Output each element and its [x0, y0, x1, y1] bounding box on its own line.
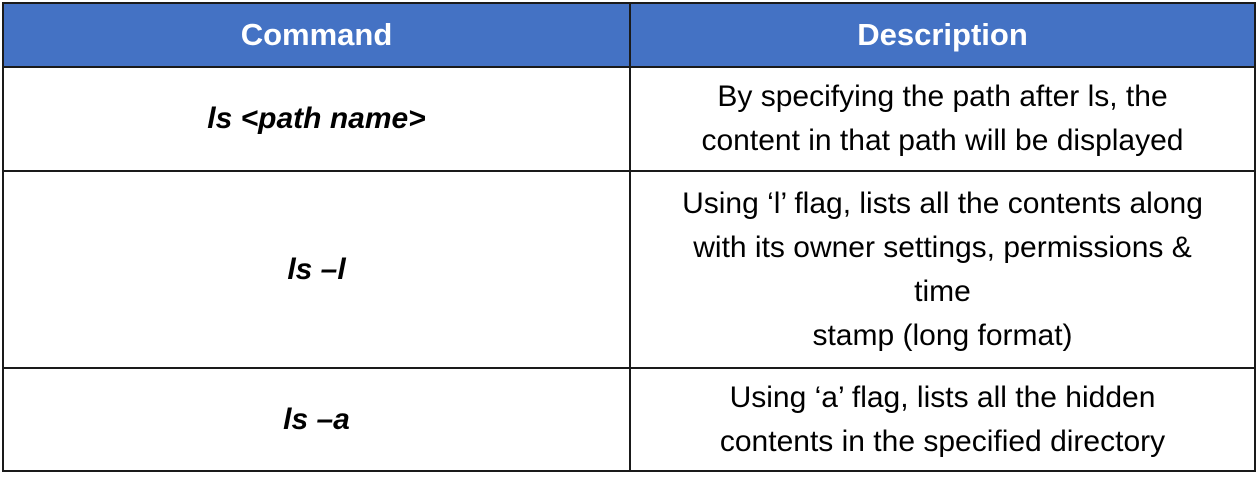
table-row: ls <path name> By specifying the path af… — [2, 66, 1256, 172]
description-column-header: Description — [629, 2, 1256, 68]
command-cell: ls <path name> — [2, 66, 631, 172]
command-cell: ls –a — [2, 367, 631, 472]
command-column-header: Command — [2, 2, 631, 68]
table-row: ls –a Using ‘a’ flag, lists all the hidd… — [2, 367, 1256, 472]
ls-command-table: Command Description ls <path name> By sp… — [2, 2, 1256, 472]
table-body: ls <path name> By specifying the path af… — [2, 66, 1256, 472]
header-row: Command Description — [2, 2, 1256, 68]
command-table-container: Command Description ls <path name> By sp… — [2, 2, 1256, 472]
command-cell: ls –l — [2, 170, 631, 369]
description-cell: By specifying the path after ls, the con… — [629, 66, 1256, 172]
description-cell: Using ‘a’ flag, lists all the hidden con… — [629, 367, 1256, 472]
table-row: ls –l Using ‘l’ flag, lists all the cont… — [2, 170, 1256, 369]
description-cell: Using ‘l’ flag, lists all the contents a… — [629, 170, 1256, 369]
table-header: Command Description — [2, 2, 1256, 68]
